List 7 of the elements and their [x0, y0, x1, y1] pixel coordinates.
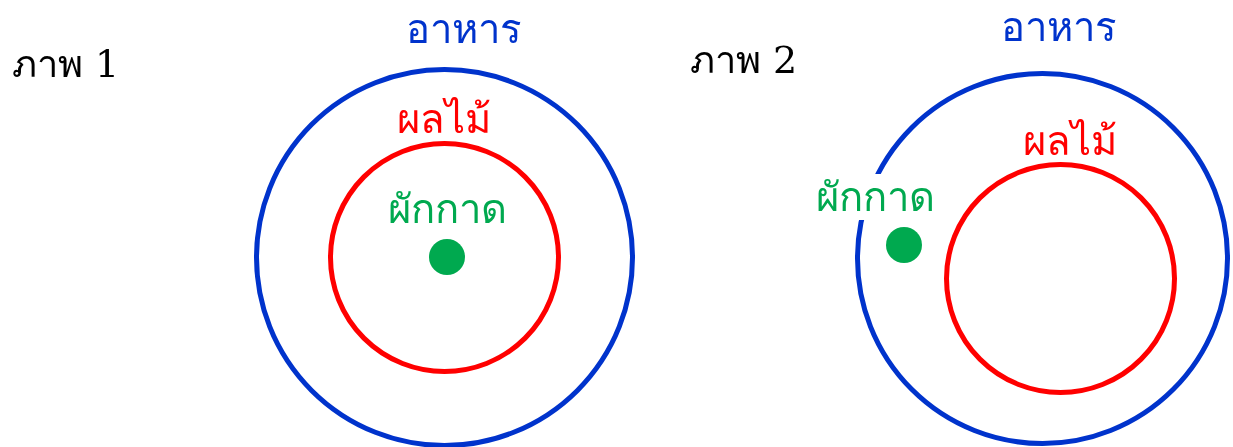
figure-label: ภาพ 1 — [12, 42, 120, 86]
set-label: ผลไม้ — [397, 96, 491, 142]
set-label: ผลไม้ — [1023, 118, 1117, 164]
set-label: ผักกาด — [815, 174, 935, 220]
set-label: อาหาร — [405, 6, 521, 52]
set-label: อาหาร — [1000, 4, 1116, 50]
figure-label: ภาพ 2 — [690, 38, 798, 82]
